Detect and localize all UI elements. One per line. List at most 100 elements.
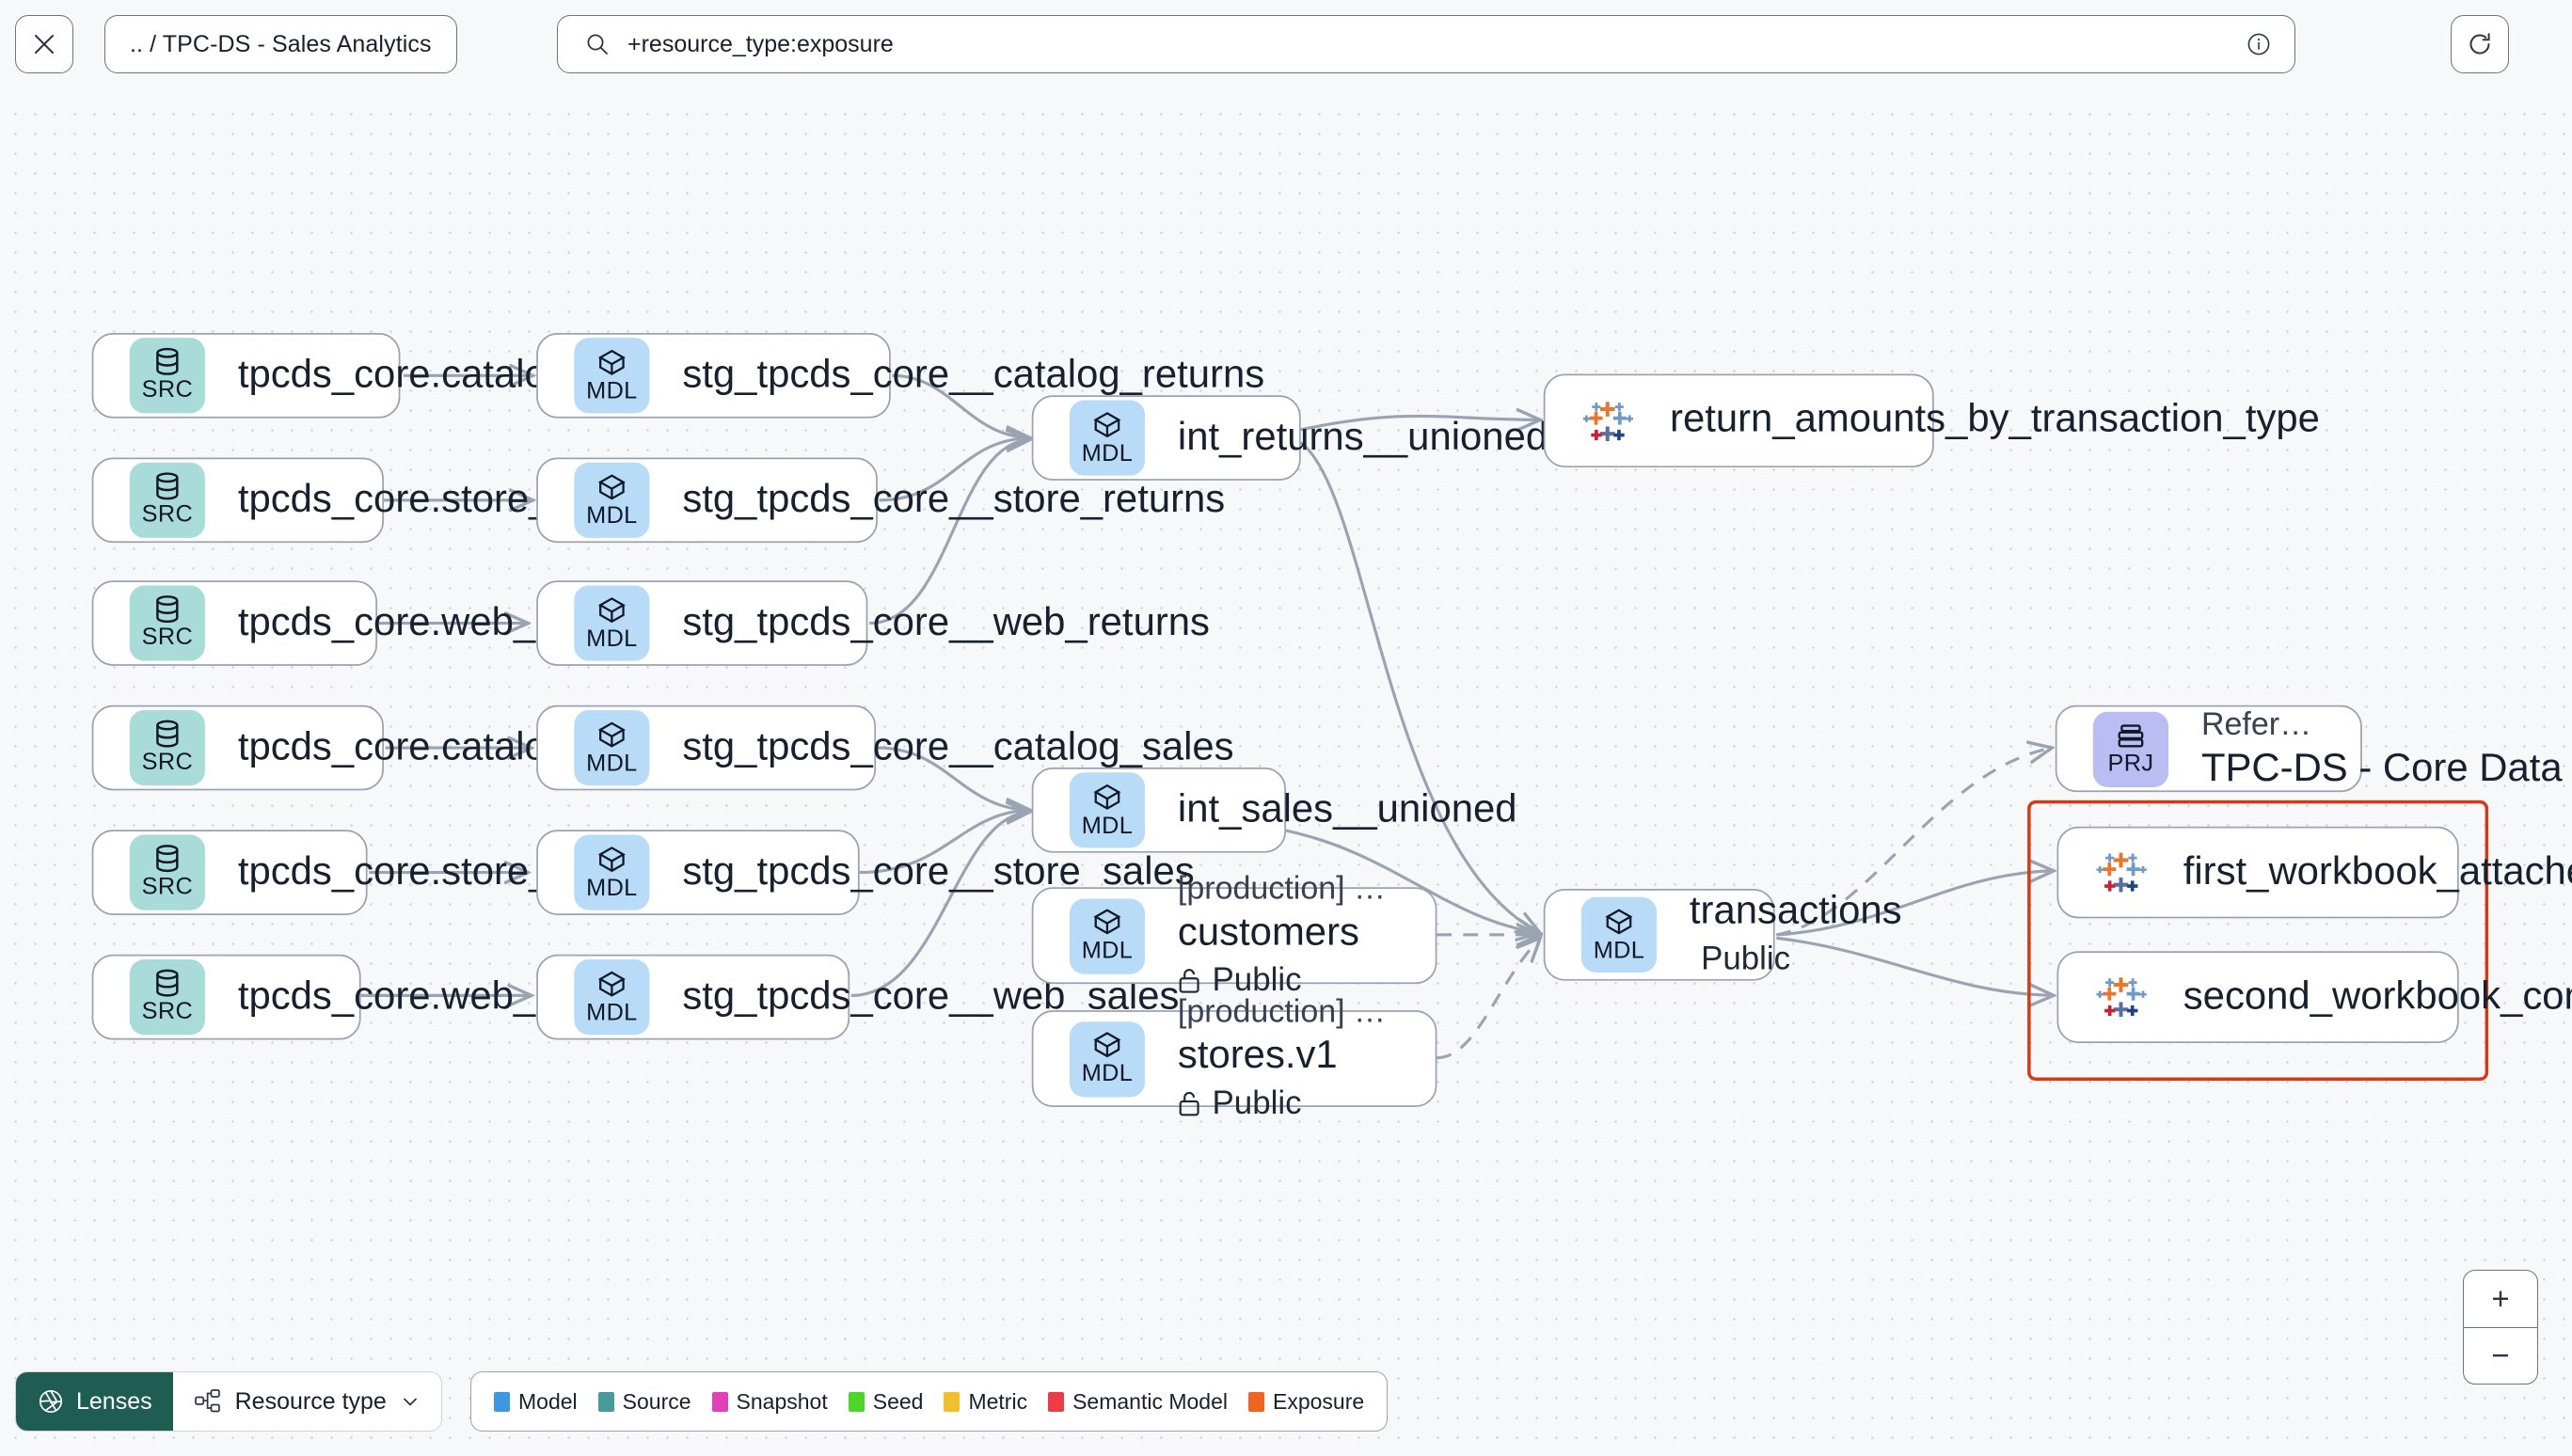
- node-access-badge: Public: [1178, 1083, 1399, 1125]
- unlock-icon: [1179, 969, 1199, 994]
- node-title: transactions: [1689, 888, 1902, 933]
- breadcrumb[interactable]: .. / TPC-DS - Sales Analytics: [104, 15, 457, 73]
- source-badge: SRC: [129, 462, 205, 538]
- zoom-out-button[interactable]: −: [2491, 1337, 2510, 1373]
- legend-item-source: Source: [597, 1388, 691, 1415]
- node-title: stores.v1: [1177, 1033, 1338, 1078]
- legend-swatch: [494, 1391, 510, 1412]
- model-badge: MDL: [1069, 772, 1146, 848]
- model-badge: MDL: [1069, 897, 1146, 973]
- top-toolbar: .. / TPC-DS - Sales Analytics +resource_…: [0, 0, 2572, 111]
- tableau-icon: [1582, 401, 1633, 441]
- badge-label: MDL: [586, 1000, 638, 1027]
- legend-label: Source: [622, 1388, 691, 1414]
- graph-node-model[interactable]: MDL stg_tpcds_core__web_sales: [536, 954, 1179, 1040]
- model-badge: MDL: [574, 709, 650, 786]
- lenses-label: Lenses: [76, 1387, 152, 1415]
- node-title: int_returns__unioned: [1177, 414, 1548, 459]
- badge-label: MDL: [1081, 938, 1134, 965]
- node-title: customers: [1177, 910, 1359, 955]
- badge-label: MDL: [1081, 813, 1134, 840]
- model-badge: MDL: [574, 338, 650, 414]
- badge-label: MDL: [586, 875, 638, 902]
- unlock-icon: [1179, 1092, 1199, 1116]
- graph-node-exposure[interactable]: first_workbook_attached_to_tpc-ds_-_…: [2056, 826, 2572, 919]
- source-badge: SRC: [129, 959, 205, 1036]
- graph-node-model[interactable]: MDL transactions Public: [1543, 888, 1902, 981]
- node-title: tpcds_core.catalog_sales: [237, 724, 683, 769]
- legend-item-exposure: Exposure: [1248, 1389, 1364, 1415]
- badge-label: MDL: [586, 625, 638, 653]
- badge-label: MDL: [586, 502, 638, 530]
- graph-node-exposure[interactable]: return_amounts_by_transaction_type: [1543, 373, 2320, 467]
- legend-label: Exposure: [1273, 1388, 1365, 1414]
- node-access-label: Public: [1701, 942, 1791, 978]
- lenses-control-group: Lenses Resource type: [15, 1371, 442, 1432]
- source-badge: SRC: [129, 585, 205, 661]
- badge-label: SRC: [141, 625, 194, 652]
- graph-node-model[interactable]: MDL int_sales__unioned: [1031, 768, 1517, 853]
- zoom-in-button[interactable]: +: [2464, 1271, 2537, 1328]
- close-icon: [35, 35, 54, 54]
- node-project-label: [production] Project: TPC-DS - Core Data…: [1177, 993, 1399, 1030]
- node-title: first_workbook_attached_to_tpc-ds_-_…: [2183, 848, 2572, 894]
- badge-label: PRJ: [2107, 751, 2154, 778]
- graph-node-model[interactable]: MDL int_returns__unioned: [1031, 395, 1548, 481]
- node-title: tpcds_core.store_sales: [237, 848, 643, 894]
- node-title: stg_tpcds_core__store_returns: [682, 477, 1226, 522]
- graph-node-model[interactable]: MDL stg_tpcds_core__catalog_returns: [536, 332, 1264, 419]
- project-badge: PRJ: [2092, 710, 2169, 787]
- search-input[interactable]: +resource_type:exposure: [557, 15, 2295, 73]
- badge-label: SRC: [141, 999, 194, 1026]
- legend-label: Seed: [872, 1388, 924, 1414]
- model-badge: MDL: [574, 959, 650, 1036]
- node-access-label: Public: [1212, 963, 1302, 1000]
- node-title: stg_tpcds_core__web_returns: [682, 599, 1210, 644]
- graph-node-model[interactable]: MDL stg_tpcds_core__catalog_sales: [536, 704, 1234, 791]
- graph-node-model[interactable]: MDL stg_tpcds_core__store_sales: [536, 830, 1195, 915]
- node-title: stg_tpcds_core__store_sales: [682, 848, 1195, 894]
- node-title: stg_tpcds_core__catalog_sales: [682, 724, 1234, 769]
- graph-node-model[interactable]: MDL [production] Project: TPC-DS - Core …: [1031, 993, 1437, 1122]
- badge-label: SRC: [141, 501, 194, 529]
- refresh-button[interactable]: [2451, 15, 2509, 73]
- legend-label: Snapshot: [736, 1388, 828, 1414]
- resource-type-legend: Model Source Snapshot Seed Metric Semant…: [470, 1371, 1389, 1432]
- resource-type-label: Resource type: [234, 1387, 387, 1415]
- badge-label: SRC: [141, 377, 194, 404]
- legend-swatch: [1048, 1391, 1065, 1412]
- lenses-button[interactable]: Lenses: [16, 1372, 173, 1431]
- graph-node-source[interactable]: SRC tpcds_core.catalog_sales: [91, 704, 683, 791]
- node-access-badge: Public: [1690, 939, 1790, 981]
- node-title: tpcds_core.store_returns: [237, 477, 674, 522]
- close-button[interactable]: [15, 15, 73, 73]
- graph-node-model[interactable]: MDL stg_tpcds_core__store_returns: [536, 457, 1226, 544]
- legend-swatch: [711, 1391, 728, 1412]
- legend-item-seed: Seed: [848, 1388, 924, 1415]
- node-title: second_workbook_connected_to_live…: [2183, 973, 2572, 1019]
- graph-node-model[interactable]: MDL stg_tpcds_core__web_returns: [536, 580, 1210, 666]
- source-badge: SRC: [129, 709, 205, 786]
- legend-label: Metric: [968, 1388, 1028, 1414]
- search-icon: [587, 34, 608, 55]
- graph-node-project[interactable]: PRJ Referenced by TPC-DS - Core Data Mod…: [2055, 704, 2572, 793]
- model-badge: MDL: [574, 585, 650, 661]
- node-title: TPC-DS - Core Data Models: [2200, 746, 2572, 791]
- source-badge: SRC: [129, 338, 205, 414]
- badge-label: SRC: [141, 750, 194, 777]
- legend-label: Semantic Model: [1072, 1388, 1228, 1414]
- graph-node-model[interactable]: MDL [production] Project: TPC-DS - Core …: [1031, 870, 1437, 999]
- graph-node-source[interactable]: SRC tpcds_core.web_returns: [91, 580, 658, 666]
- badge-label: MDL: [586, 378, 638, 405]
- resource-type-dropdown[interactable]: Resource type: [172, 1372, 441, 1431]
- info-circle-icon[interactable]: [2246, 31, 2272, 57]
- graph-node-source[interactable]: SRC tpcds_core.store_sales: [91, 830, 643, 915]
- graph-node-source[interactable]: SRC tpcds_core.catalog_returns: [91, 332, 713, 419]
- node-access-badge: Public: [1178, 960, 1399, 1003]
- graph-node-exposure[interactable]: second_workbook_connected_to_live…: [2056, 951, 2572, 1043]
- node-access-label: Public: [1212, 1085, 1302, 1123]
- model-badge: MDL: [1069, 400, 1146, 476]
- graph-node-source[interactable]: SRC tpcds_core.web_sales: [91, 954, 627, 1040]
- model-badge: MDL: [574, 462, 650, 538]
- graph-node-source[interactable]: SRC tpcds_core.store_returns: [91, 457, 674, 544]
